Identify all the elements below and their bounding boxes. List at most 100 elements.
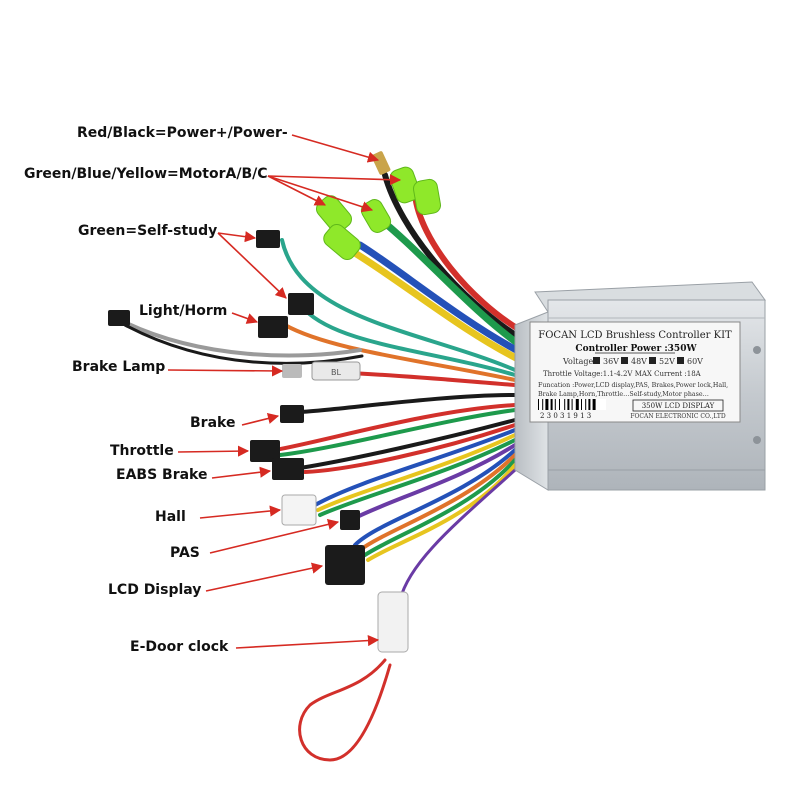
wire-throttle-red [273,403,517,452]
power-bullet-connector [371,151,391,175]
voltage-48v: 48V [631,357,647,366]
label-hall: Hall [155,509,186,525]
wire-pas [353,443,517,520]
selfstudy-connector-1 [256,230,280,248]
label-power: Red/Black=Power+/Power- [77,125,288,141]
voltage-52v: 52V [659,357,675,366]
voltage-60v: 60V [687,357,703,366]
barcode-bar [538,399,539,410]
barcode-bar [575,399,579,410]
selfstudy-connector-2 [288,293,314,315]
mount-screw-bottom [753,436,761,444]
wire-yellow-phase [346,246,524,364]
arrow-motor-a [267,175,326,206]
label-brake-lamp: Brake Lamp [72,359,166,375]
arrow-pas [209,518,340,554]
throttle-connector [250,440,280,462]
wire-lcd-1 [353,448,517,547]
brake-connector [280,405,304,423]
arrow-throttle [177,445,250,457]
arrow-light [231,312,259,324]
horn-connector [258,316,288,338]
label-lcd-display: LCD Display [108,582,202,598]
arrow-lcd [205,562,324,592]
light-connector [108,310,130,326]
wire-green-selfstudy-1 [280,238,517,372]
wire-throttle-green [278,408,517,457]
arrow-motor-b [267,175,374,213]
barcode-bar [581,399,582,410]
arrow-brake [241,413,280,426]
arrow-selfstudy-1 [217,231,257,243]
brake-lamp-module-label: BL [331,368,341,377]
power-green-sleeve-2 [412,178,442,216]
brake-lamp-plug [282,364,302,378]
throttle-spec: Throttle Voltage:1.1-4.2V MAX Current :1… [543,370,702,378]
wire-blue-phase [356,241,524,356]
wire-hall-blue [313,428,517,507]
label-eabs-brake: EABS Brake [116,467,208,483]
display-box-text: 350W LCD DISPLAY [642,402,715,410]
arrow-hall [199,505,282,519]
arrow-brake-lamp [167,365,284,377]
controller-power: Controller Power :350W [575,344,697,354]
lcd-connector [325,545,365,585]
arrow-selfstudy-2 [217,232,287,299]
wire-light-black [123,323,364,365]
barcode-bar [545,399,549,410]
mount-screw-top [753,346,761,354]
wire-green-phase [371,211,524,349]
label-arrows [167,134,402,649]
wire-hall-yellow [316,433,517,512]
wire-brake [298,393,517,414]
motor-green-sleeve-b [323,224,361,260]
wire-black-power [382,172,523,341]
controller-title: FOCAN LCD Brushless Controller KIT [538,330,732,341]
arrow-motor-c [267,174,402,186]
label-edoor-clock: E-Door clock [130,639,229,655]
label-motor: Green/Blue/Yellow=MotorA/B/C [24,166,268,182]
barcode-bar [567,399,570,410]
serial-number: 2 3 0 3 1 9 1 3 [540,412,591,420]
eabs-connector [272,458,304,480]
label-self-study: Green=Self-study [78,223,218,239]
label-light-horn: Light/Horm [139,303,228,319]
function-text: Funcation :Power,LCD display,PAS, Brakes… [538,382,728,389]
arrow-power [291,134,380,163]
wire-harness [118,172,524,762]
label-brake: Brake [190,415,236,431]
barcode-bar [559,399,560,410]
pas-connector [340,510,360,530]
voltage-label: Voltage [562,357,594,366]
wire-light [283,323,517,382]
arrow-eabs [211,466,272,479]
wire-edoor [398,468,517,602]
wire-lcd-4 [366,463,517,562]
function-text-2: Brake Lamp,Horn,Throttle…Self-study,Moto… [538,391,709,398]
voltage-36v: 36V [603,357,619,366]
barcode-bars [538,399,596,410]
label-pas: PAS [170,545,200,561]
wire-light-gray [118,318,362,358]
barcode-bar [592,399,596,410]
brake-lamp-module [311,361,361,381]
barcode-bar [550,399,553,410]
wire-hall-green [318,438,517,517]
barcode-bar [585,399,587,410]
arrow-edoor [235,634,380,649]
wire-lcd-3 [363,458,517,557]
wire-edoor-loop [298,658,392,762]
wire-eabs [298,418,517,470]
label-throttle: Throttle [110,443,174,459]
edoor-connector [377,591,409,653]
wire-green-selfstudy-2 [303,308,517,377]
wire-lcd-2 [358,453,517,552]
hall-connector [281,494,317,526]
barcode-bar [588,399,591,410]
wire-eabs-red [303,423,517,474]
controller-box: FOCAN LCD Brushless Controller KIT Contr… [514,281,766,491]
maker-text: FOCAN ELECTRONIC CO.,LTD [630,413,726,420]
barcode-bar [564,399,566,410]
barcode-bar [571,399,573,410]
